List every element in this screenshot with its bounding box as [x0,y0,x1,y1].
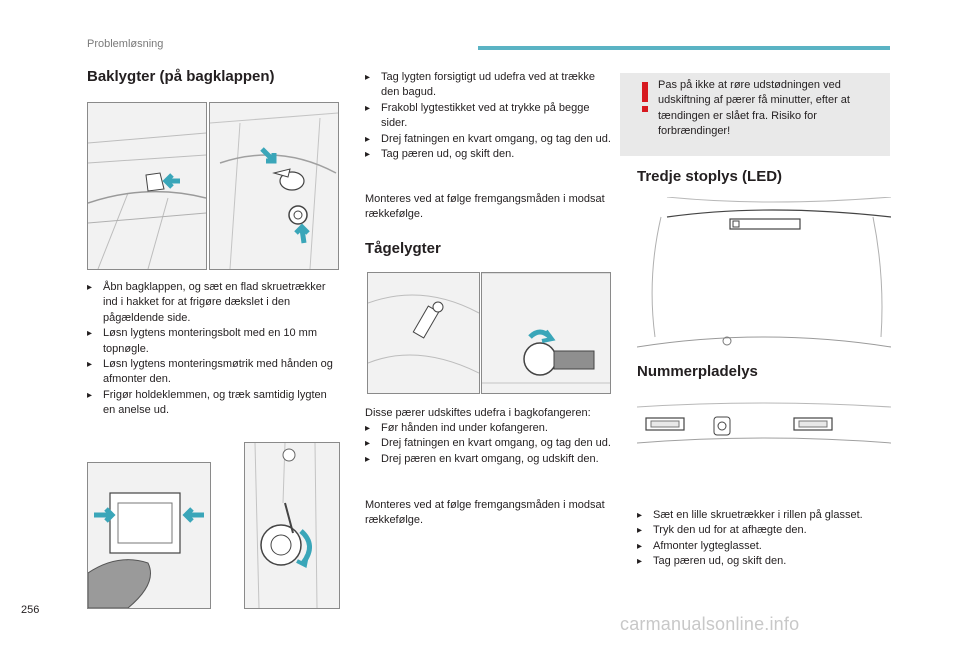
rear-light-steps: Åbn bagklappen, og sæt en flad skruetræk… [87,280,339,419]
list-item: Drej fatningen en kvart omgang, og tag d… [365,132,615,148]
fog-intro: Disse pærer udskiftes udefra i bagkofang… [365,407,591,419]
plate-light-steps: Sæt en lille skruetrækker i rillen på gl… [637,508,891,570]
figure-tailgate-cover [87,102,207,270]
list-item: Frakobl lygtestikket ved at trykke på be… [365,101,615,132]
heading-plate-light: Nummerpladelys [637,363,758,380]
warning-box: Pas på ikke at røre udstødningen ved uds… [620,73,890,156]
figure-lamp-socket [244,442,340,609]
figure-lamp-bolt [209,102,339,270]
warning-text: Pas på ikke at røre udstødningen ved uds… [658,79,850,138]
page-number: 256 [21,604,40,616]
figure-fog-bulb [367,272,480,394]
figure-clip [87,462,211,609]
watermark: carmanualsonline.info [620,614,800,634]
list-item: Løsn lygtens monteringsmøtrik med hånden… [87,357,339,388]
list-item: Tryk den ud for at afhægte den. [637,523,891,539]
list-item: Tag pæren ud, og skift den. [365,147,615,163]
list-item: Tag lygten forsigtigt ud udefra ved at t… [365,70,615,101]
header-accent-bar [478,46,890,50]
section-title: Problemløsning [87,38,164,50]
fog-refit-note: Monteres ved at følge fremgangsmåden i m… [365,499,605,527]
list-item: Afmonter lygteglasset. [637,539,891,555]
warning-exclamation-icon [642,82,648,112]
list-item: Drej pæren en kvart omgang, og udskift d… [365,452,617,468]
list-item: Frigør holdeklemmen, og træk samtidig ly… [87,388,339,419]
heading-rear-lights: Baklygter (på bagklappen) [87,68,275,85]
list-item: Før hånden ind under kofangeren. [365,421,617,437]
refit-note: Monteres ved at følge fremgangsmåden i m… [365,193,605,221]
list-item: Åbn bagklappen, og sæt en flad skruetræk… [87,280,339,326]
list-item: Sæt en lille skruetrækker i rillen på gl… [637,508,891,524]
list-item: Tag pæren ud, og skift den. [637,554,891,570]
list-item: Løsn lygtens monteringsbolt med en 10 mm… [87,326,339,357]
figure-fog-socket [481,272,611,394]
fog-steps: Før hånden ind under kofangeren. Drej fa… [365,421,617,468]
figure-rear-window [636,196,892,355]
heading-third-brake-light: Tredje stoplys (LED) [637,168,783,185]
figure-plate-light [636,393,892,473]
list-item: Drej fatningen en kvart omgang, og tag d… [365,436,617,452]
lamp-removal-steps: Tag lygten forsigtigt ud udefra ved at t… [365,70,615,163]
heading-fog-lights: Tågelygter [365,240,441,257]
